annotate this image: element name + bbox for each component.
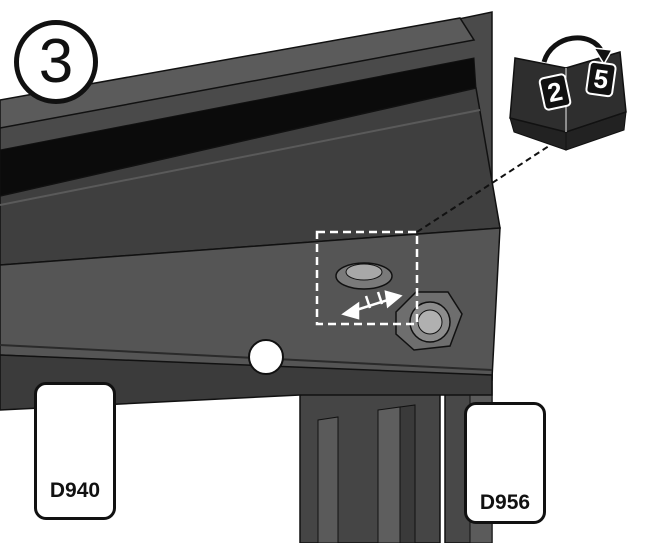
part-code: D940 <box>49 479 101 502</box>
step-number-badge: 3 <box>14 20 98 104</box>
part-code: D956 <box>479 491 531 514</box>
part-card-d956: D956 <box>464 402 546 524</box>
step-number: 3 <box>38 27 74 96</box>
small-nut <box>335 262 393 290</box>
bolt-and-nut <box>395 291 463 351</box>
detail-callout-box <box>315 230 419 326</box>
gap-arrow <box>341 290 403 320</box>
manual-leader-line <box>416 141 556 233</box>
beam-hole <box>248 339 284 375</box>
vertical-post <box>299 379 441 543</box>
manual-page-to: 5 <box>584 60 618 98</box>
part-card-d940: D940 <box>34 382 116 520</box>
